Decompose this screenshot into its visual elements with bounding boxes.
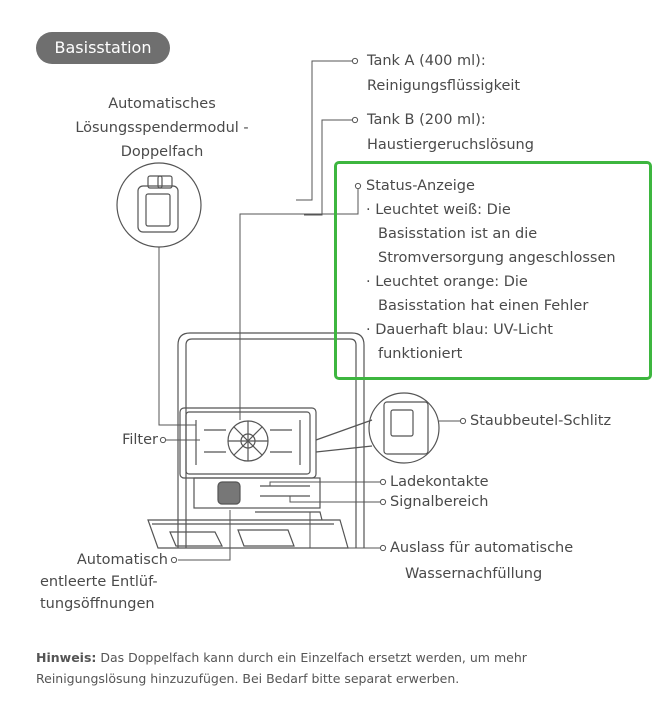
tank-a-label: Tank A (400 ml): bbox=[367, 53, 486, 69]
signal-label: Signalbereich bbox=[390, 494, 489, 510]
status-orange-1: · Leuchtet orange: Die bbox=[366, 274, 528, 290]
station-body bbox=[177, 332, 365, 548]
tank-a-content: Reinigungsflüssigkeit bbox=[367, 78, 521, 94]
outlet-label-2: Wassernachfüllung bbox=[405, 566, 543, 582]
outlet-label-1: Auslass für automatische bbox=[390, 540, 574, 556]
status-orange-2: Basisstation hat einen Fehler bbox=[378, 298, 589, 314]
footnote-label: Hinweis: bbox=[36, 650, 97, 665]
vent-label-1: Automatisch bbox=[76, 552, 168, 568]
module-label-3: Doppelfach bbox=[120, 144, 204, 160]
status-title: Status-Anzeige bbox=[366, 178, 475, 194]
vent-label-3: tungsöffnungen bbox=[40, 596, 155, 612]
tank-b-label: Tank B (200 ml): bbox=[367, 112, 486, 128]
module-label-2: Lösungsspendermodul - bbox=[75, 120, 249, 136]
charging-area bbox=[217, 481, 241, 505]
section-badge: Basisstation bbox=[36, 32, 170, 64]
dust-slot-zoom bbox=[368, 392, 440, 464]
status-white-1: · Leuchtet weiß: Die bbox=[366, 202, 511, 218]
footnote-text: Das Doppelfach kann durch ein Einzelfach… bbox=[36, 650, 527, 686]
charging-label: Ladekontakte bbox=[390, 474, 489, 490]
vent-label-2: entleerte Entlüf- bbox=[40, 574, 158, 590]
status-panel: Status-Anzeige · Leuchtet weiß: Die Basi… bbox=[354, 174, 616, 366]
tank-b-content: Haustiergeruchslösung bbox=[367, 137, 534, 153]
filter-label: Filter bbox=[122, 432, 158, 448]
status-blue-2: funktioniert bbox=[378, 346, 463, 362]
status-blue-1: · Dauerhaft blau: UV-Licht bbox=[366, 322, 553, 338]
status-white-2: Basisstation ist an die bbox=[378, 226, 538, 242]
status-white-3: Stromversorgung angeschlossen bbox=[378, 250, 616, 266]
dust-slot-label: Staubbeutel-Schlitz bbox=[470, 413, 612, 429]
module-label-1: Automatisches bbox=[108, 96, 216, 112]
status-highlight-box bbox=[334, 161, 652, 380]
footnote: Hinweis: Das Doppelfach kann durch ein E… bbox=[36, 647, 636, 689]
